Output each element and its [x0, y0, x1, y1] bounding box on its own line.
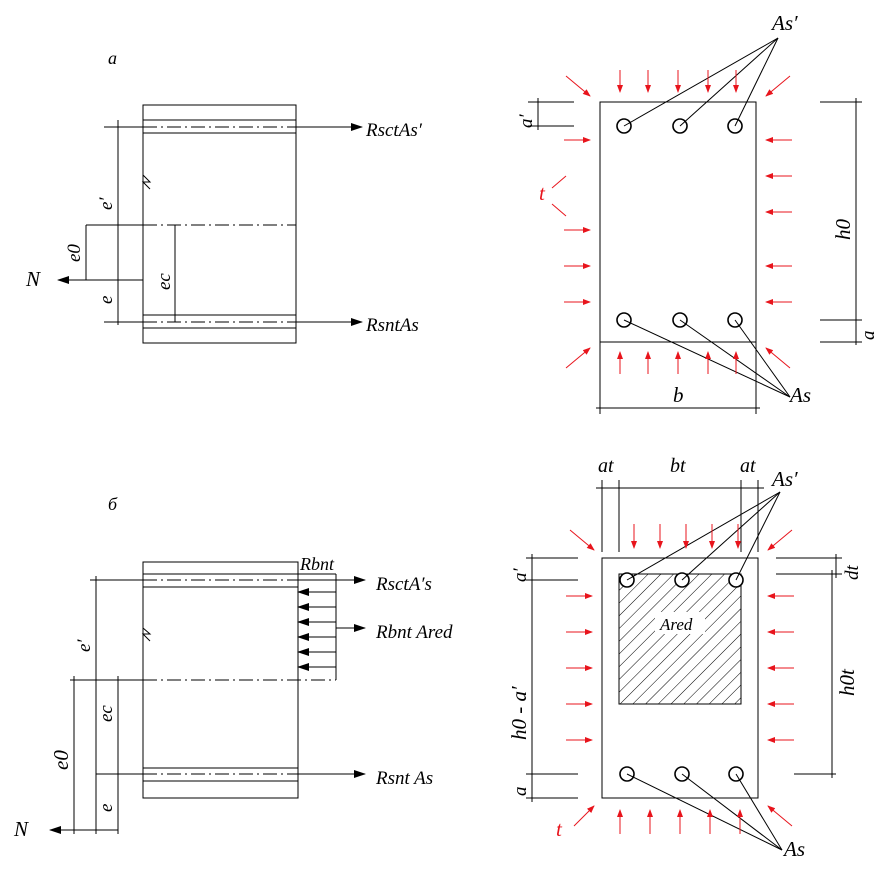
section-b-cross: Ared As′ As at bt at a′ h0 - a′ a — [507, 455, 863, 861]
h0-minus-a-label: h0 - a′ — [507, 686, 531, 740]
dt-label: dt — [842, 565, 863, 581]
section-outline-b — [601, 557, 759, 799]
h0t-label: h0t — [835, 668, 859, 696]
as-top-label-b: As′ — [770, 467, 798, 491]
at-right-label: at — [740, 455, 756, 477]
as-bottom-label-b: As — [782, 837, 805, 861]
panel-a-letter: а — [108, 48, 117, 68]
a-prime-label-a: a′ — [516, 114, 537, 129]
section-a-cross: As′ As a′ h0 a b t — [516, 11, 879, 414]
e0-label-b: e0 — [49, 750, 73, 770]
ared-label: Ared — [659, 615, 693, 634]
axial-force-label-a: N — [25, 267, 41, 291]
a-label-a: a — [858, 331, 879, 341]
bt-label: bt — [670, 455, 686, 477]
force-top-label-a: RsctAs′ — [365, 120, 423, 141]
ec-label-a: ec — [154, 273, 175, 290]
at-left-label: at — [598, 455, 614, 477]
member-outline-a — [142, 104, 297, 344]
e-label-b: e — [96, 804, 117, 812]
rbnt-label-b: Rbnt — [299, 554, 335, 574]
panel-b-elevation: б Rbnt RsctA′s Rbnt Ared Rsnt As — [13, 494, 453, 841]
panel-b-letter: б — [108, 494, 118, 514]
e-prime-label-b: e′ — [74, 639, 95, 652]
heat-arrows-b — [566, 524, 794, 834]
ec-label-b: ec — [96, 705, 117, 722]
t-label-a: t — [539, 181, 546, 205]
as-bottom-label-a: As — [788, 383, 811, 407]
e-label-a: e — [96, 296, 117, 304]
heat-arrows-a — [564, 70, 792, 374]
force-top-label-b: RsctA′s — [375, 574, 432, 595]
e0-label-a: e0 — [64, 244, 85, 262]
section-outline-a — [599, 101, 757, 343]
force-bottom-label-b: Rsnt As — [375, 768, 433, 789]
axial-force-label-b: N — [13, 817, 29, 841]
stress-block-arrows — [297, 588, 336, 671]
force-bottom-label-a: RsntAs — [365, 315, 419, 336]
panel-a-elevation: а RsctAs′ RsntAs N e′ e0 e ec — [25, 48, 423, 344]
a-prime-label-b: a′ — [510, 568, 531, 583]
t-label-b: t — [556, 817, 563, 841]
a-label-b: a — [510, 787, 531, 797]
as-top-label-a: As′ — [770, 11, 798, 35]
h0-label-a: h0 — [831, 219, 855, 241]
force-mid-label-b: Rbnt Ared — [375, 622, 453, 643]
b-label-a: b — [673, 383, 684, 407]
reduced-area — [618, 573, 742, 705]
e-prime-label-a: e′ — [96, 197, 117, 210]
